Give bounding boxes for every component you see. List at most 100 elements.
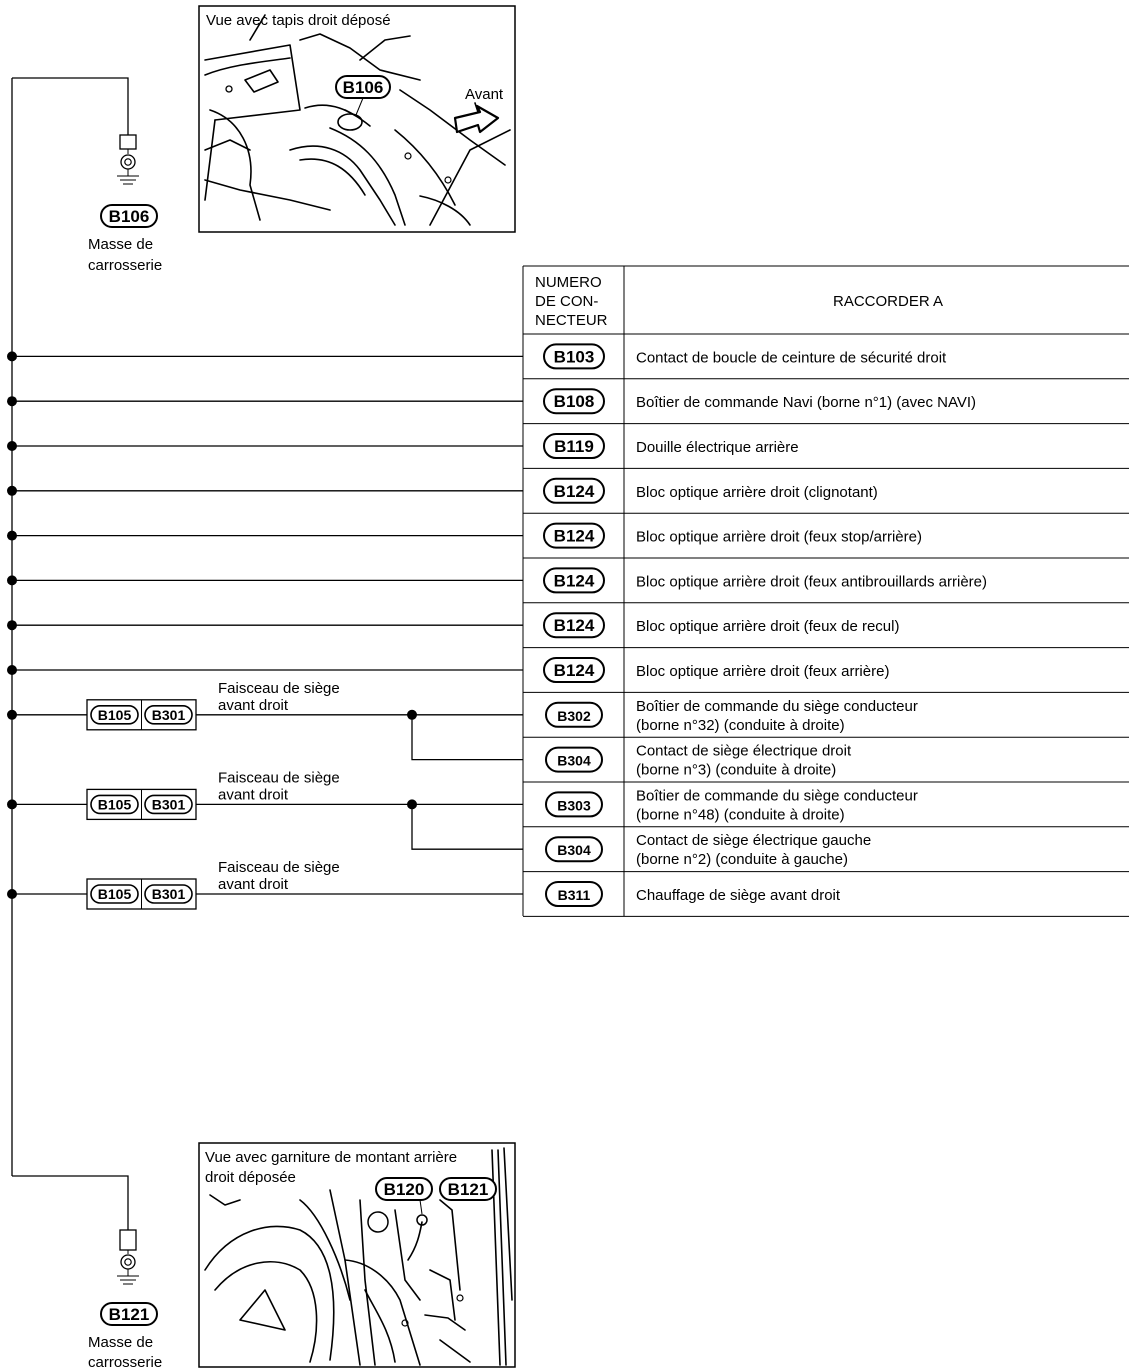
table-header-col1-line2: DE CON-	[535, 293, 598, 310]
connector-desc: Bloc optique arrière droit (feux stop/ar…	[636, 529, 922, 546]
harness-left-pill	[90, 794, 139, 815]
connector-desc: Boîtier de commande Navi (borne n°1) (av…	[636, 394, 976, 411]
connector-pill	[543, 567, 605, 594]
connector-pill	[543, 388, 605, 415]
junction-dot	[7, 799, 17, 810]
pillar-sketch	[204, 1147, 513, 1366]
connector-id: B124	[554, 571, 595, 590]
floor-sketch	[204, 14, 511, 226]
connector-desc: Bloc optique arrière droit (feux arrière…	[636, 663, 889, 680]
connector-id: B302	[557, 708, 591, 724]
connector-desc-line1: Contact de siège électrique gauche	[636, 832, 871, 849]
connector-id: B103	[554, 347, 595, 366]
junction-dot	[7, 530, 17, 541]
harness-right-id: B301	[152, 886, 186, 902]
connector-desc-line2: (borne n°48) (conduite à droite)	[636, 806, 845, 823]
junction-dot	[7, 575, 17, 586]
connector-desc-line1: Boîtier de commande du siège conducteur	[636, 698, 918, 715]
harness-left-id: B105	[98, 886, 132, 902]
junction-dot	[7, 396, 17, 407]
ground-symbol-top: B106 Masse de carrosserie	[88, 134, 162, 274]
ground-bottom-label-2: carrosserie	[88, 1354, 162, 1370]
connector-id: B119	[554, 437, 594, 456]
ground-top-label-1: Masse de	[88, 236, 153, 253]
harness-right-id: B301	[152, 707, 186, 723]
junction-dot	[7, 351, 17, 362]
top-view-caption: Vue avec tapis droit déposé	[206, 12, 391, 29]
bottom-view-connector-2-pill	[439, 1177, 497, 1201]
connector-id: B108	[554, 392, 595, 411]
connector-id: B304	[557, 842, 591, 858]
connector-desc: Bloc optique arrière droit (feux de recu…	[636, 618, 899, 635]
connector-pill	[543, 657, 605, 683]
ground-connector-top-pill	[100, 204, 158, 228]
connector-pill	[543, 522, 605, 549]
top-view-connector: B106	[343, 78, 384, 97]
junction-dot	[7, 665, 17, 675]
connector-desc-line2: (borne n°32) (conduite à droite)	[636, 717, 845, 734]
connector-pill	[543, 433, 605, 459]
bottom-view-connector-2: B121	[448, 1180, 489, 1199]
connector-desc-line2: (borne n°2) (conduite à gauche)	[636, 851, 848, 868]
connector-pill	[543, 477, 605, 504]
table-header-col1-line1: NUMERO	[535, 274, 602, 291]
harness-label-2: avant droit	[218, 876, 289, 893]
junction-dot	[407, 709, 417, 720]
table-header-col1-line3: NECTEUR	[535, 312, 608, 329]
bottom-view-illustration: Vue avec garniture de montant arrière dr…	[198, 1142, 516, 1368]
connector-id: B311	[558, 887, 591, 903]
ground-connector-top: B106	[109, 207, 150, 226]
harness-label-2: avant droit	[218, 786, 289, 803]
ground-bottom-label-1: Masse de	[88, 1334, 153, 1351]
front-arrow-icon	[453, 104, 500, 134]
connector-id: B304	[557, 753, 591, 769]
junction-dot	[7, 485, 17, 496]
connector-id: B124	[554, 527, 595, 546]
harness-right-pill	[144, 704, 193, 725]
bottom-view-caption-2: droit déposée	[205, 1169, 296, 1186]
connector-pill	[545, 701, 603, 728]
junction-dot	[7, 889, 17, 899]
ground-connector-bottom-pill	[100, 1302, 158, 1326]
ground-symbol-bottom: B121 Masse de carrosserie	[88, 1229, 162, 1370]
bottom-view-caption-1: Vue avec garniture de montant arrière	[205, 1149, 457, 1166]
harness-left-pill	[90, 704, 139, 725]
connector-pill	[545, 791, 603, 818]
connector-id: B124	[554, 661, 595, 680]
connector-pill	[545, 881, 603, 907]
harness-label-1: Faisceau de siège	[218, 859, 340, 876]
harness-label-1: Faisceau de siège	[218, 680, 340, 697]
wires	[7, 351, 523, 899]
harness-right-pill	[144, 884, 193, 904]
connector-id: B124	[554, 616, 595, 635]
table-header-col2: RACCORDER A	[833, 293, 943, 310]
ground-connector-bottom: B121	[109, 1305, 150, 1324]
top-view-illustration: Vue avec tapis droit déposé	[198, 5, 516, 233]
connector-desc: Douille électrique arrière	[636, 439, 799, 456]
harness-left-pill	[90, 884, 139, 904]
junction-dot	[7, 441, 17, 451]
branch-wire	[411, 804, 523, 850]
connector-desc: Chauffage de siège avant droit	[636, 887, 841, 904]
connector-pill	[543, 612, 605, 639]
junction-dot	[7, 620, 17, 631]
table-rows: B103 Contact de boucle de ceinture de séc…	[523, 343, 1129, 917]
harness-label-2: avant droit	[218, 697, 289, 714]
connector-pill	[545, 746, 603, 773]
branch-wire	[411, 714, 523, 761]
harness-right-pill	[144, 794, 193, 815]
connector-id: B303	[557, 797, 591, 813]
avant-label: Avant	[465, 86, 504, 103]
connector-id: B124	[554, 482, 595, 501]
bottom-view-connector-1: B120	[384, 1180, 425, 1199]
connector-pill	[543, 343, 605, 370]
connector-desc: Contact de boucle de ceinture de sécurit…	[636, 349, 947, 366]
connector-desc-line1: Contact de siège électrique droit	[636, 743, 852, 760]
connector-desc: Bloc optique arrière droit (clignotant)	[636, 484, 878, 501]
connector-desc: Bloc optique arrière droit (feux antibro…	[636, 573, 987, 590]
harness-label-1: Faisceau de siège	[218, 769, 340, 786]
connector-pill	[545, 836, 603, 863]
harness-left-id: B105	[98, 707, 132, 723]
